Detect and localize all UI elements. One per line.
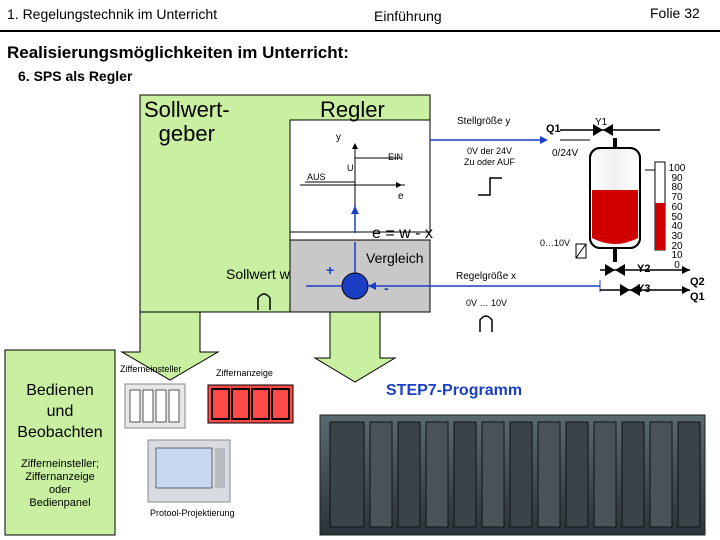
stellgroesse-label: Stellgröße y [457, 116, 511, 127]
scale-tick-label: 20 [671, 240, 683, 252]
page-subtitle: 6. SPS als Regler [18, 68, 133, 84]
sollwert-w-label: Sollwert w [226, 266, 290, 282]
regler-box [289, 119, 431, 233]
header-center: Einführung [374, 8, 442, 24]
protool-label: Protool-Projektierung [150, 508, 235, 518]
regler-label: Regler [320, 97, 385, 122]
switch-note: 0V der 24V Zu oder AUF [464, 146, 516, 167]
scale-tick-label: 10 [671, 250, 683, 262]
bedienen-label: Bedienen und Beobachten [17, 382, 103, 441]
scale-tick-label: 30 [671, 230, 683, 242]
minus-sign: - [384, 280, 389, 296]
bedienen-box [4, 349, 116, 536]
y2-label: Y2 [637, 263, 651, 275]
ein-label: EIN [388, 152, 404, 162]
scale-tick-label: 80 [671, 182, 683, 194]
v24-label: 0/24V [552, 148, 579, 159]
page-title: Realisierungsmöglichkeiten im Unterricht… [7, 43, 349, 62]
aus-label: AUS [307, 172, 326, 182]
comparator-circle [341, 272, 369, 300]
vergleich-label: Vergleich [366, 250, 424, 266]
scale-tick-label: 0 [674, 260, 680, 272]
scale-tick-label: 60 [671, 201, 683, 213]
header-right: Folie 32 [650, 5, 700, 21]
y-axis-label: y [336, 132, 341, 143]
range-010-label: 0…10V [540, 238, 571, 248]
scale-tick-label: 40 [671, 221, 683, 233]
devices-label: Zifferneinsteller; Ziffernanzeige oder B… [20, 458, 100, 509]
scale-tick-label: 50 [671, 211, 683, 223]
ziffernanzeige-label: Ziffernanzeige [216, 368, 273, 378]
range-010b-label: 0V … 10V [466, 298, 508, 308]
q2-right-label: Q2 [690, 276, 705, 288]
arrow-left [120, 311, 220, 381]
q1-right-label: Q1 [690, 291, 705, 303]
scale-tick-label: 70 [671, 192, 683, 204]
u-label: U [347, 163, 354, 173]
y3-label: Y3 [637, 283, 651, 295]
arrow-mid [313, 311, 397, 383]
plus-sign: + [326, 262, 335, 278]
q1-label: Q1 [546, 123, 561, 135]
y1-label: Y1 [595, 117, 608, 128]
zifferneinsteller-label: Zifferneinsteller [120, 364, 182, 374]
e-label: e [398, 191, 404, 202]
sollwertgeber-label: Sollwert- geber [144, 97, 230, 146]
header-divider [0, 30, 720, 32]
regelgroesse-label: Regelgröße x [456, 271, 517, 282]
scale-tick-label: 90 [671, 172, 683, 184]
header-left: 1. Regelungstechnik im Unterricht [7, 6, 218, 22]
equation-label: e = w - x [372, 225, 433, 242]
scale-tick-label: 100 [668, 163, 686, 174]
step7-label: STEP7-Programm [386, 382, 523, 399]
